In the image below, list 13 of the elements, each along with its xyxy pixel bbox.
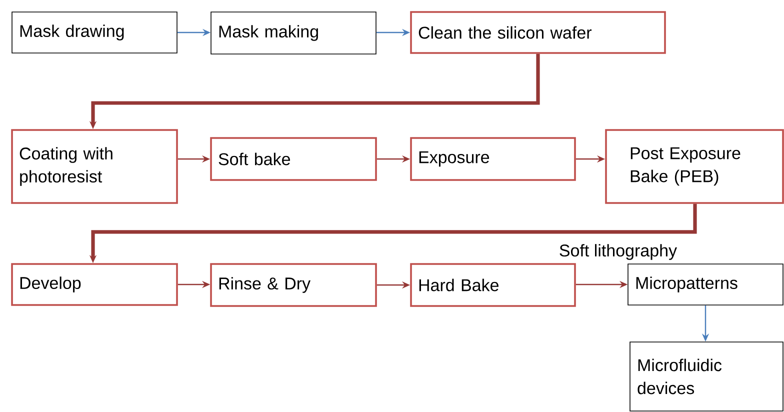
process-box: Soft bake [210,137,377,181]
process-box: Post Exposure Bake (PEB) [605,129,784,204]
edge-label: Soft lithography [558,243,678,261]
process-box: Exposure [410,137,576,181]
process-box: Coating with photoresist [11,129,178,204]
process-box: Rinse & Dry [210,263,377,307]
process-box: Mask drawing [12,12,178,54]
process-box: Hard Bake [410,263,576,307]
process-box: Develop [11,263,178,306]
process-box: Mask making [210,12,376,54]
process-box: Clean the silicon wafer [410,11,666,54]
process-box: Micropatterns [628,264,784,306]
process-box: Microfluidic devices [630,342,784,412]
